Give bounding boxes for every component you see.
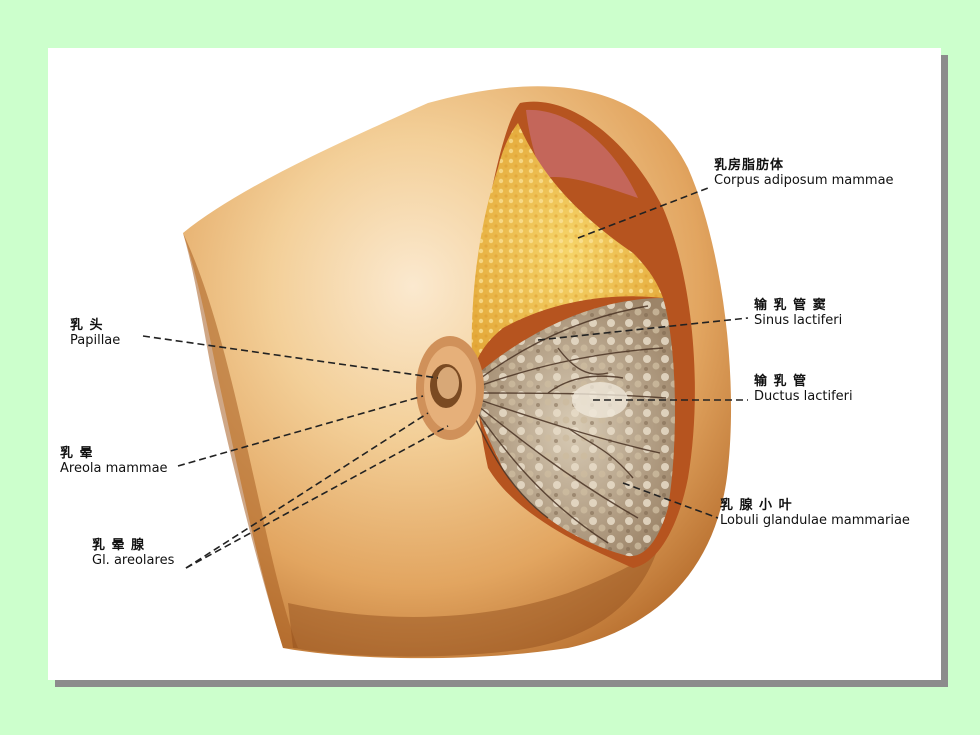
label-lobuli: 乳 腺 小 叶 Lobuli glandulae mammariae	[720, 498, 910, 528]
label-lobuli-la: Lobuli glandulae mammariae	[720, 513, 910, 528]
breast-anatomy-illustration	[142, 86, 749, 659]
pectoral-muscle	[526, 109, 638, 198]
label-areola-zh: 乳 晕	[60, 446, 94, 461]
label-glandulae-areolares-la: Gl. areolares	[92, 553, 175, 568]
label-corpus-adiposum-la: Corpus adiposum mammae	[714, 173, 894, 188]
label-lobuli-zh: 乳 腺 小 叶	[720, 498, 793, 513]
label-corpus-adiposum: 乳房脂肪体 Corpus adiposum mammae	[714, 158, 894, 188]
ductus-lactiferi-lines	[467, 305, 667, 544]
label-papillae: 乳 头 Papillae	[70, 318, 120, 348]
label-sinus-lactiferi-la: Sinus lactiferi	[754, 313, 843, 328]
label-glandulae-areolares: 乳 晕 腺 Gl. areolares	[92, 538, 174, 568]
label-ductus-lactiferi-la: Ductus lactiferi	[754, 389, 853, 404]
breast-shadow-edge	[183, 233, 298, 648]
label-corpus-adiposum-zh: 乳房脂肪体	[714, 158, 785, 173]
label-areola-la: Areola mammae	[60, 461, 168, 476]
label-papillae-la: Papillae	[70, 333, 121, 348]
label-papillae-zh: 乳 头	[70, 318, 104, 333]
inframammary-fold	[288, 548, 658, 657]
label-sinus-lactiferi-zh: 输 乳 管 窦	[754, 298, 827, 313]
label-ductus-lactiferi-zh: 输 乳 管	[754, 374, 808, 389]
label-areola: 乳 晕 Areola mammae	[60, 446, 168, 476]
leader-lines	[142, 187, 749, 569]
label-ductus-lactiferi: 输 乳 管 Ductus lactiferi	[754, 374, 853, 404]
label-glandulae-areolares-zh: 乳 晕 腺	[92, 538, 146, 553]
slide: 乳房脂肪体 Corpus adiposum mammae 输 乳 管 窦 Sin…	[48, 48, 941, 680]
label-sinus-lactiferi: 输 乳 管 窦 Sinus lactiferi	[754, 298, 842, 328]
